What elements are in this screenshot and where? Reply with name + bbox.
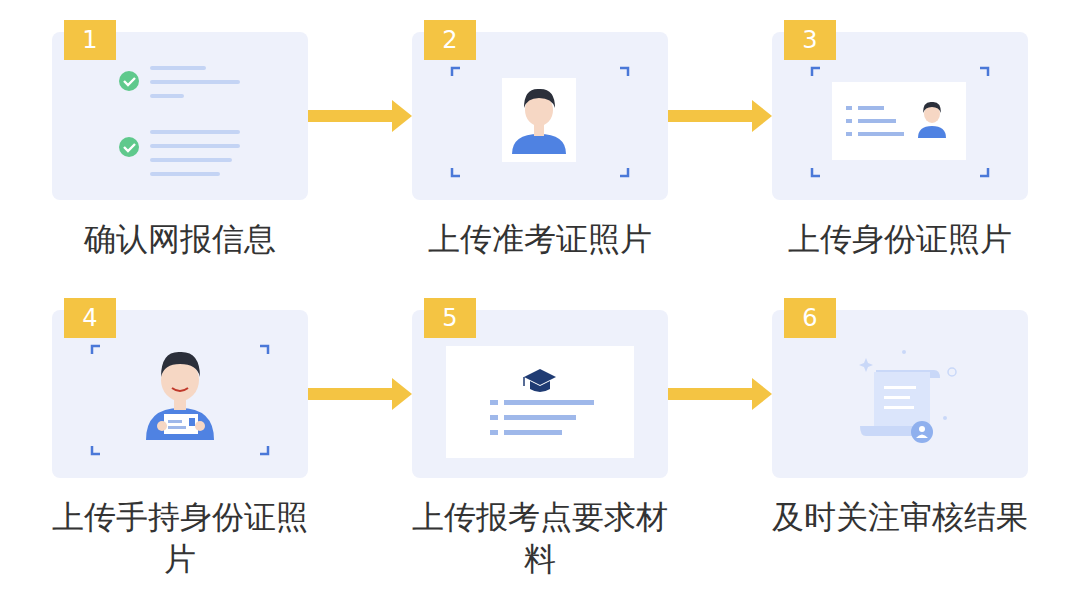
result-scroll xyxy=(859,350,956,443)
step-number: 1 xyxy=(64,20,116,60)
step-card: 2上传准考证照片 xyxy=(412,32,668,200)
flow-arrow xyxy=(308,100,412,132)
step-number: 5 xyxy=(424,298,476,338)
flow-arrow xyxy=(668,100,772,132)
person-holding-id xyxy=(146,352,214,440)
step-caption: 上传准考证照片 xyxy=(408,218,672,260)
step-caption: 确认网报信息 xyxy=(48,218,312,260)
materials-doc xyxy=(446,346,634,458)
step-caption: 及时关注审核结果 xyxy=(768,496,1032,538)
step-number: 3 xyxy=(784,20,836,60)
step-card: 4上传手持身份证照片 xyxy=(52,310,308,478)
flow-arrow xyxy=(668,378,772,410)
step-caption: 上传报考点要求材料 xyxy=(408,496,672,580)
card-grounds xyxy=(52,32,1028,478)
flow-arrow xyxy=(308,378,412,410)
step-caption: 上传身份证照片 xyxy=(768,218,1032,260)
step-card: 6及时关注审核结果 xyxy=(772,310,1028,478)
step-card: 1确认网报信息 xyxy=(52,32,308,200)
step-number: 4 xyxy=(64,298,116,338)
portrait-photo xyxy=(502,78,576,162)
step-card: 3上传身份证照片 xyxy=(772,32,1028,200)
step-caption: 上传手持身份证照片 xyxy=(48,496,312,580)
step-number: 6 xyxy=(784,298,836,338)
step-card: 5上传报考点要求材料 xyxy=(412,310,668,478)
checklist-icon xyxy=(119,66,240,176)
id-card xyxy=(832,82,966,160)
step-number: 2 xyxy=(424,20,476,60)
